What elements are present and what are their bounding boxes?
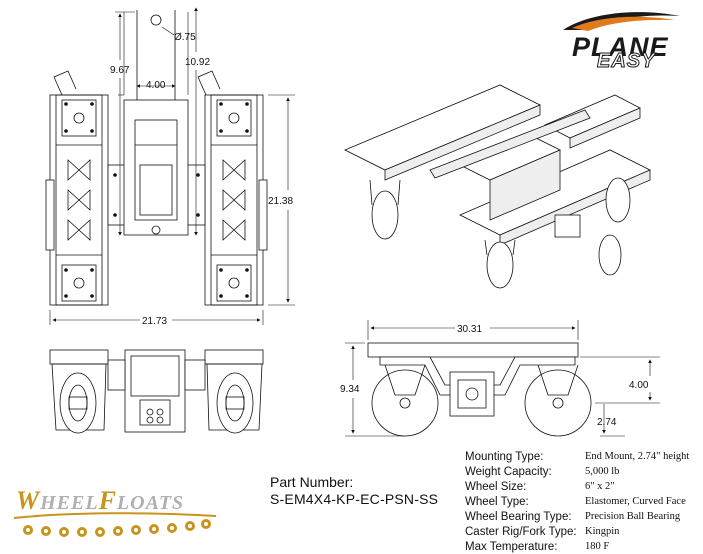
- top-view-dimensions: [49, 7, 295, 325]
- plane-easy-logo: [563, 12, 680, 31]
- height-overall-label: 10.92: [185, 57, 210, 68]
- spec-label: Weight Capacity:: [465, 465, 552, 478]
- spec-label: Wheel Type:: [465, 495, 529, 508]
- spec-label: Caster Rig/Fork Type:: [465, 525, 577, 538]
- spec-value: Kingpin: [585, 526, 620, 537]
- front-view: [49, 349, 264, 434]
- spec-label: Wheel Bearing Type:: [465, 510, 572, 523]
- side-mount-offset-label: 2.74: [597, 417, 617, 428]
- spec-value: Elastomer, Curved Face: [585, 496, 686, 507]
- part-number-value: S-EM4X4-KP-EC-PSN-SS: [270, 491, 439, 507]
- spec-value: 5,000 lb: [585, 466, 620, 477]
- wheelfloats-wheels-graphic: [13, 512, 217, 537]
- side-width-label: 30.31: [457, 324, 482, 335]
- spec-label: Wheel Size:: [465, 480, 527, 493]
- isometric-view: [344, 84, 651, 289]
- side-height-label: 9.34: [340, 384, 360, 395]
- wf-word2-rest: LOATS: [116, 492, 185, 514]
- side-view-dimensions: [345, 320, 660, 437]
- spacing-label: 4.00: [146, 80, 166, 91]
- top-view: [45, 10, 268, 306]
- spec-value: End Mount, 2.74" height: [585, 451, 690, 462]
- spec-value: Precision Ball Bearing: [585, 511, 681, 522]
- hole-diameter-label: Ø.75: [174, 32, 196, 43]
- spec-row-mounting: Mounting Type: End Mount, 2.74" height: [465, 449, 701, 464]
- spec-row-wheel-type: Wheel Type: Elastomer, Curved Face: [465, 494, 701, 509]
- spec-row-capacity: Weight Capacity: 5,000 lb: [465, 464, 701, 479]
- spec-label: Mounting Type:: [465, 450, 544, 463]
- spec-row-rig: Caster Rig/Fork Type: Kingpin: [465, 524, 701, 539]
- spec-row-temperature: Max Temperature: 180 F: [465, 539, 701, 554]
- spec-row-wheel-size: Wheel Size: 6" x 2": [465, 479, 701, 494]
- part-number-label: Part Number:: [270, 474, 354, 490]
- spec-value: 6" x 2": [585, 481, 615, 492]
- spec-value: 180 F: [585, 541, 610, 552]
- total-width-label: 21.73: [142, 316, 167, 327]
- easy-logo-text: EASY: [596, 50, 656, 73]
- wf-initial-f: F: [98, 486, 117, 515]
- side-view: [367, 342, 592, 437]
- spec-label: Max Temperature:: [465, 540, 558, 553]
- height-top-label: 9.67: [110, 65, 130, 76]
- side-mount-height-label: 4.00: [629, 380, 649, 391]
- plane-logo-text: PLANE: [572, 32, 669, 62]
- wheelfloats-logo: WHEELFLOATS: [16, 486, 184, 516]
- side-length-label: 21.38: [268, 196, 293, 207]
- wf-word1-rest: HEEL: [40, 492, 99, 514]
- spec-row-bearing: Wheel Bearing Type: Precision Ball Beari…: [465, 509, 701, 524]
- wf-initial-w: W: [16, 486, 41, 515]
- specs-table: Mounting Type: End Mount, 2.74" height W…: [465, 449, 701, 554]
